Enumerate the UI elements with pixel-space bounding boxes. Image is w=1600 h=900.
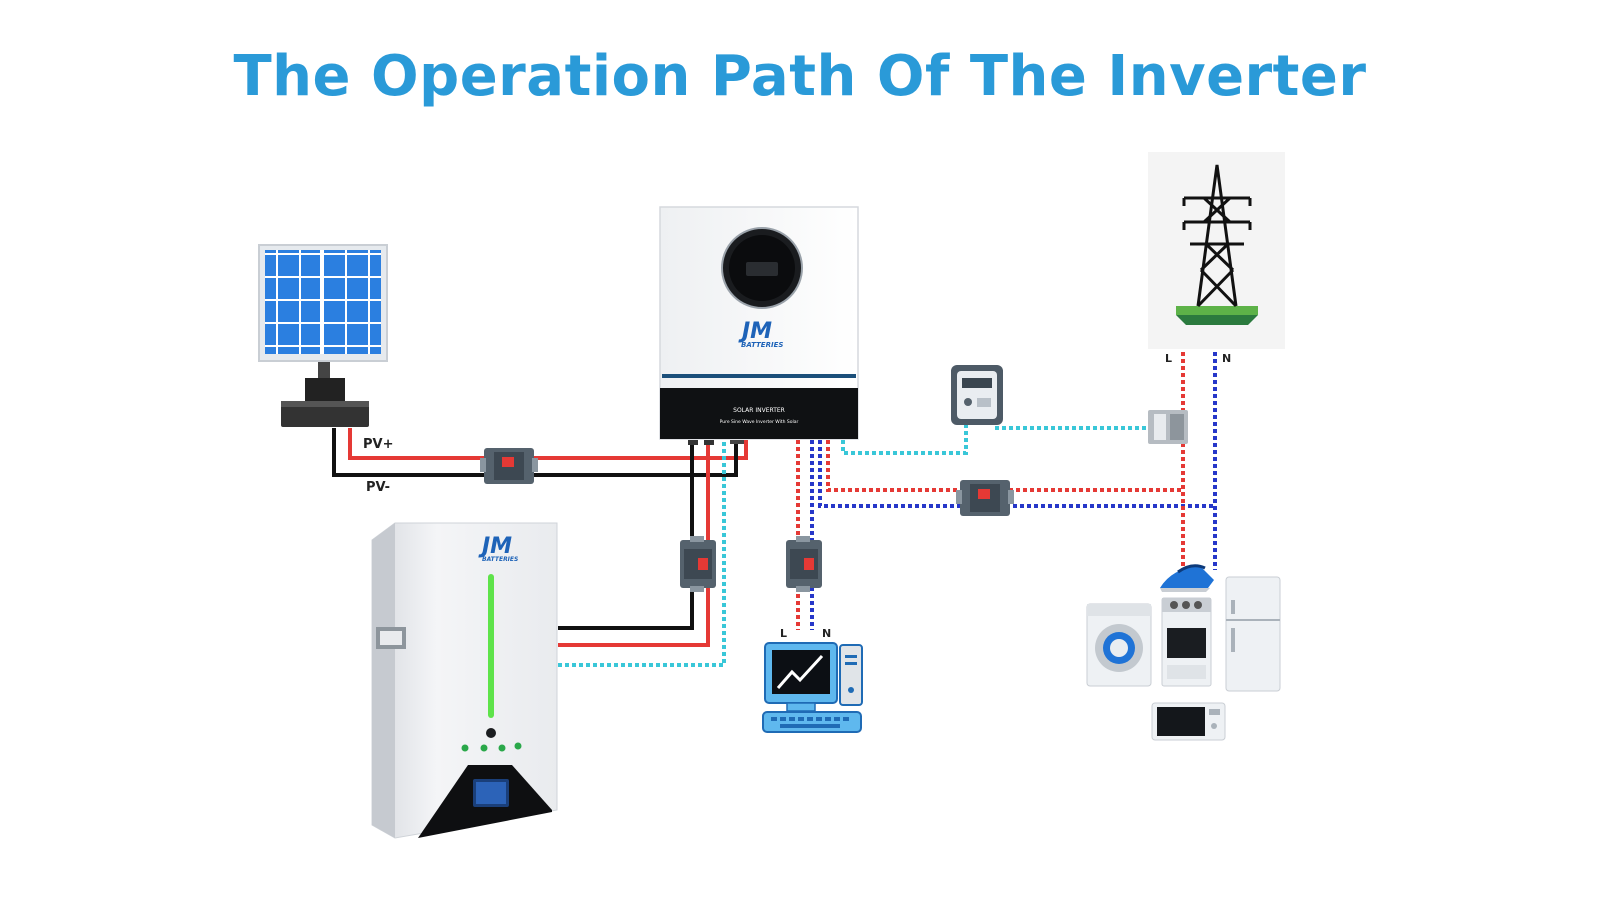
meter-comm-wire bbox=[841, 425, 968, 455]
battery-icon bbox=[371, 522, 558, 839]
wiring bbox=[332, 345, 1217, 667]
grid-live-label: L bbox=[1165, 352, 1172, 365]
ct-clamp-icon bbox=[1148, 410, 1188, 444]
battery-breaker-icon bbox=[680, 536, 716, 592]
microwave-icon bbox=[1151, 702, 1226, 741]
grid-neutral-wire bbox=[818, 440, 1215, 508]
stove-icon bbox=[1161, 597, 1212, 687]
pc-neutral-label: N bbox=[822, 627, 831, 640]
refrigerator-icon bbox=[1225, 576, 1281, 692]
battery-positive-wire bbox=[558, 440, 710, 647]
inverter-panel-subtitle: Pure Sine Wave Inverter With Solar bbox=[720, 419, 799, 425]
battery-logo-sub: BATTERIES bbox=[482, 556, 518, 563]
grid-breaker-icon bbox=[956, 480, 1014, 516]
grid-neutral-label: N bbox=[1222, 352, 1231, 365]
iron-icon bbox=[1160, 564, 1214, 592]
pc-breaker-icon bbox=[786, 536, 822, 592]
inverter-icon bbox=[659, 206, 859, 445]
battery-logo: JM bbox=[478, 534, 512, 559]
pv-negative-wire bbox=[332, 428, 738, 477]
energy-meter-icon bbox=[951, 365, 1003, 425]
transmission-tower-icon bbox=[1148, 152, 1285, 349]
inverter-panel-title: SOLAR INVERTER bbox=[733, 407, 785, 414]
pv-breaker-icon bbox=[480, 448, 538, 484]
inverter-logo-sub: BATTERIES bbox=[741, 341, 783, 349]
pv-negative-label: PV- bbox=[366, 480, 390, 495]
pv-positive-wire bbox=[348, 428, 748, 460]
solar-panel-icon bbox=[258, 244, 388, 427]
computer-icon bbox=[762, 642, 863, 733]
pv-positive-label: PV+ bbox=[363, 437, 393, 452]
battery-negative-wire bbox=[558, 440, 694, 630]
grid-live-wire bbox=[826, 440, 1183, 492]
inverter-logo: JM bbox=[738, 319, 772, 344]
washing-machine-icon bbox=[1086, 603, 1152, 687]
pc-live-label: L bbox=[780, 627, 787, 640]
page-title: The Operation Path Of The Inverter bbox=[233, 44, 1367, 109]
battery-comm-wire bbox=[558, 440, 726, 667]
